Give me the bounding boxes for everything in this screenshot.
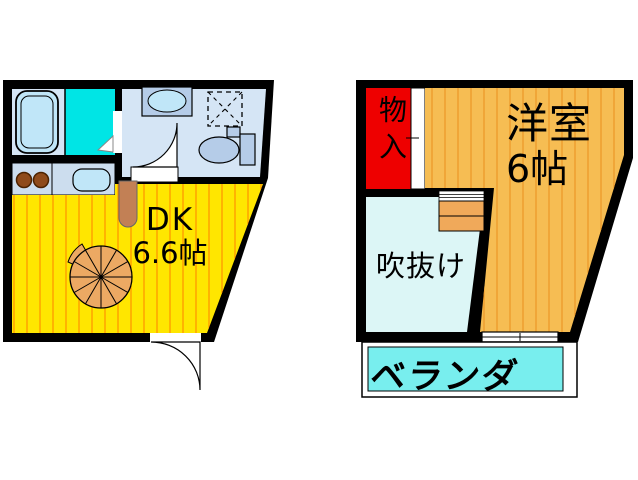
- stove-burners-icon: [15, 171, 50, 189]
- entrance-door-icon: [150, 333, 201, 391]
- floor1-plan: [3, 80, 274, 391]
- western-room-label: 洋室 6帖: [506, 99, 592, 189]
- closet-label: 物入: [375, 95, 408, 169]
- veranda-label: ベランダ: [367, 357, 522, 397]
- western-room-floor: [425, 88, 624, 332]
- kitchen-door-icon: [118, 180, 138, 228]
- veranda-area: [361, 341, 578, 398]
- toilet-icon: [198, 126, 256, 166]
- window-icon: [481, 331, 559, 343]
- kitchen-sink-icon: [72, 168, 111, 192]
- western-room-name: 洋室: [506, 99, 593, 148]
- shower-unit-icon: [207, 91, 243, 127]
- void-label: 吹抜け: [376, 249, 467, 283]
- floor2-plan: [356, 80, 633, 398]
- bathtub-icon: [15, 90, 59, 154]
- washbasin-icon: [141, 86, 193, 117]
- dk-size: 6.6帖: [132, 236, 208, 270]
- western-room-size: 6帖: [506, 147, 569, 191]
- washroom-folding-door-icon: [96, 111, 122, 153]
- closet-area: [366, 88, 411, 189]
- dk-room-label: DK 6.6帖: [118, 203, 222, 269]
- toilet-door-icon: [130, 122, 179, 183]
- dk-floor: [12, 184, 263, 333]
- dk-name: DK: [145, 202, 195, 238]
- spiral-staircase-icon: [67, 243, 133, 309]
- stairs-icon: [438, 190, 485, 232]
